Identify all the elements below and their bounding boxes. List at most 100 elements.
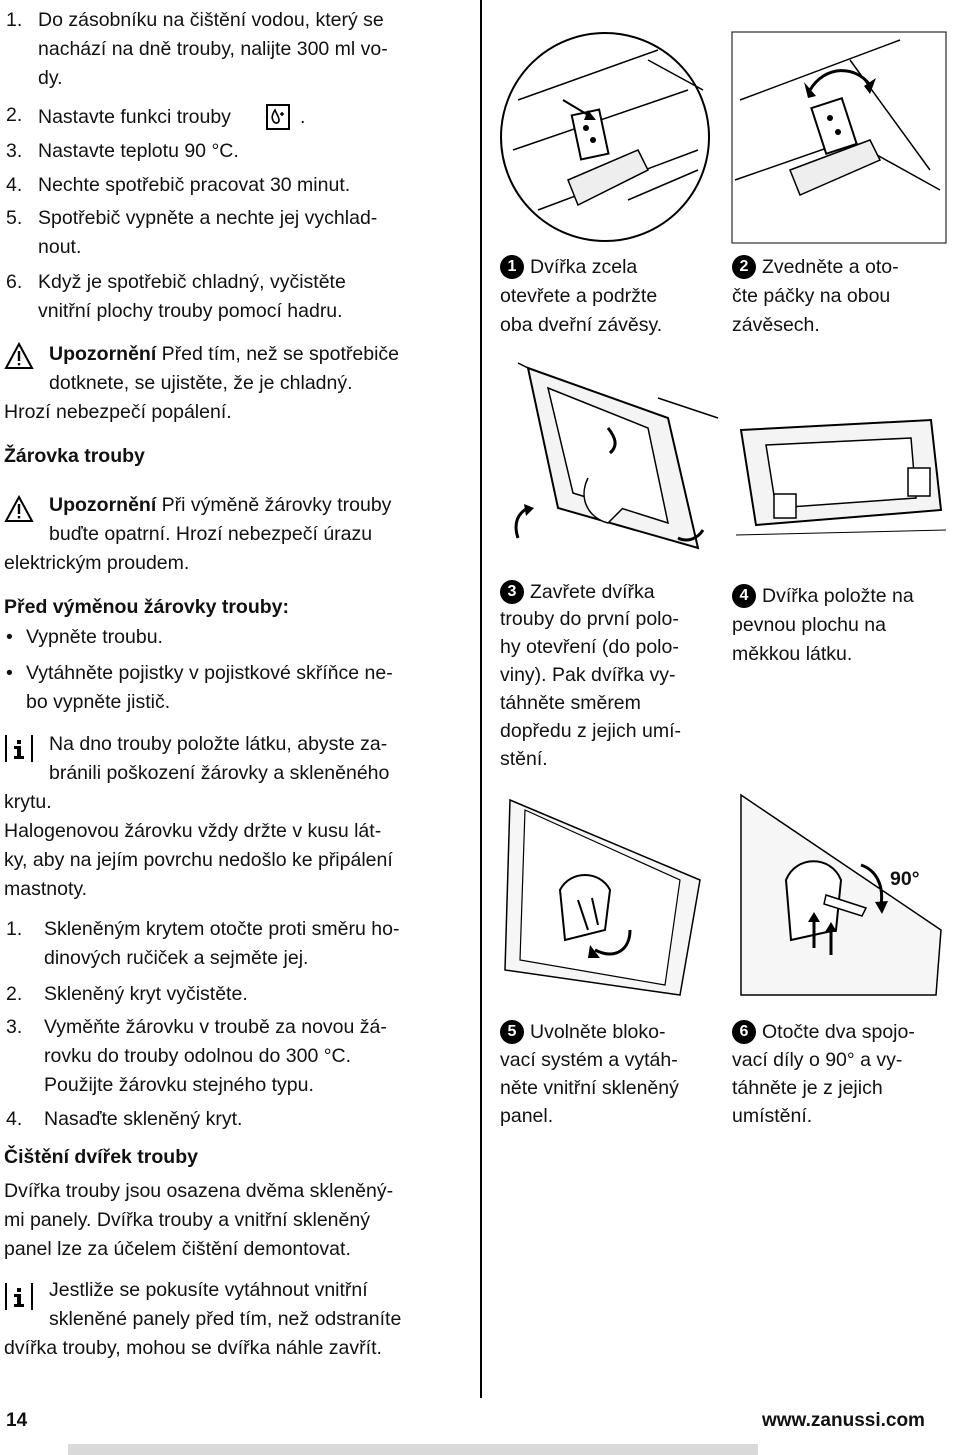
caption-line: něte vnitřní skleněný	[500, 1077, 679, 1099]
info-text: skleněné panely před tím, než odstraníte	[49, 1308, 402, 1330]
step-number: 5.	[6, 207, 23, 229]
info-text: mastnoty.	[4, 878, 88, 900]
caption-line: trouby do první polo-	[500, 608, 679, 630]
step-text: Použijte žárovku stejného typu.	[44, 1074, 314, 1096]
step-number: 6.	[6, 271, 23, 293]
caption-line: oba dveřní závěsy.	[500, 314, 663, 336]
caption-line: panel.	[500, 1105, 554, 1127]
step-number: 1.	[6, 9, 23, 31]
info-icon	[5, 1283, 33, 1310]
warning-line: buďte opatrní. Hrozí nebezpečí úrazu	[49, 523, 373, 545]
caption-line: hy otevření (do polo-	[500, 636, 679, 658]
step-badge: 6	[732, 1020, 756, 1044]
step-text: Skleněný kryt vyčistěte.	[44, 983, 248, 1005]
warning-label: Upozornění	[49, 494, 157, 516]
step-suffix: .	[300, 106, 306, 128]
info-text: Na dno trouby položte látku, abyste za-	[49, 733, 388, 755]
caption-line: Zavřete dvířka	[530, 581, 655, 603]
warning-text: Při výměně žárovky trouby	[156, 494, 392, 516]
bullet-text: Vypněte troubu.	[26, 626, 163, 648]
warning-line: Hrozí nebezpečí popálení.	[4, 401, 232, 423]
figure-caption: 1 Dvířka zcela	[500, 253, 637, 282]
warning-line: Upozornění Před tím, než se spotřebiče	[49, 340, 399, 369]
step-number: 2.	[6, 983, 23, 1005]
caption-line: Zvedněte a oto-	[762, 256, 899, 278]
section-heading-bulb: Žárovka trouby	[4, 445, 145, 467]
step-text: Skleněným krytem otočte proti směru ho-	[44, 918, 400, 940]
figure-caption: 3 Zavřete dvířka	[500, 578, 655, 607]
caption-line: čte páčky na obou	[732, 285, 891, 307]
page-number: 14	[6, 1410, 28, 1431]
step-text: Když je spotřebič chladný, vyčistěte	[38, 271, 346, 293]
bullet-dot: •	[6, 626, 13, 648]
step-text: rovku do trouby odolnou do 300 °C.	[44, 1045, 352, 1067]
caption-line: stění.	[500, 748, 548, 770]
info-text: dvířka trouby, mohou se dvířka náhle zav…	[4, 1337, 382, 1359]
bullet-dot: •	[6, 662, 13, 684]
warning-label: Upozornění	[49, 343, 157, 365]
caption-line: Uvolněte bloko-	[530, 1021, 666, 1043]
step-text: Nastavte teplotu 90 °C.	[38, 140, 239, 162]
body-text: Dvířka trouby jsou osazena dvěma skleněn…	[4, 1180, 394, 1202]
caption-line: vací díly o 90° a vy-	[732, 1049, 903, 1071]
caption-line: dopředu z jejich umí-	[500, 720, 682, 742]
figure-caption: 2 Zvedněte a oto-	[732, 253, 899, 282]
caption-line: Dvířka položte na	[762, 585, 914, 607]
step-text: dy.	[38, 67, 63, 89]
website-link[interactable]: www.zanussi.com	[762, 1410, 925, 1431]
caption-line: Dvířka zcela	[530, 256, 638, 278]
steam-function-icon	[266, 104, 290, 130]
bullet-text: bo vypněte jistič.	[26, 691, 171, 713]
figure-caption: 6 Otočte dva spojo-	[732, 1018, 915, 1047]
caption-line: Otočte dva spojo-	[762, 1021, 915, 1043]
step-badge: 4	[732, 584, 756, 608]
warning-icon	[4, 495, 34, 522]
figure-lift-hinge-levers	[731, 31, 947, 244]
info-text: Jestliže se pokusíte vytáhnout vnitřní	[49, 1279, 368, 1301]
figure-rotate-joints-90	[740, 793, 942, 996]
step-text: nachází na dně trouby, nalijte 300 ml vo…	[38, 38, 388, 60]
info-text: ky, aby na jejím povrchu nedošlo ke přip…	[4, 849, 393, 871]
step-text: Nastavte funkci trouby	[38, 106, 231, 128]
step-text: Nechte spotřebič pracovat 30 minut.	[38, 174, 351, 196]
step-text: dinových ručiček a sejměte jej.	[44, 947, 309, 969]
info-icon	[5, 735, 33, 762]
warning-line: elektrickým proudem.	[4, 552, 190, 574]
step-badge: 2	[732, 255, 756, 279]
step-text: Do zásobníku na čištění vodou, který se	[38, 9, 384, 31]
angle-label: 90°	[890, 868, 920, 890]
caption-line: táhněte je z jejich	[732, 1077, 883, 1099]
figure-release-locking-system	[504, 798, 701, 996]
step-number: 2.	[6, 104, 23, 126]
section-heading-door: Čištění dvířek trouby	[4, 1146, 198, 1168]
step-text: Spotřebič vypněte a nechte jej vychlad-	[38, 207, 378, 229]
step-number: 3.	[6, 140, 23, 162]
body-text: panel lze za účelem čištění demontovat.	[4, 1238, 351, 1260]
figure-caption: 5 Uvolněte bloko-	[500, 1018, 666, 1047]
bullet-text: Vytáhněte pojistky v pojistkové skříňce …	[26, 662, 393, 684]
warning-icon	[4, 342, 34, 369]
section-heading-before: Před výměnou žárovky trouby:	[4, 596, 289, 618]
body-text: mi panely. Dvířka trouby a vnitřní sklen…	[4, 1209, 370, 1231]
warning-line: dotknete, se ujistěte, že je chladný.	[49, 372, 353, 394]
step-badge: 3	[500, 580, 524, 604]
warning-text: Před tím, než se spotřebiče	[156, 343, 400, 365]
step-text: nout.	[38, 236, 82, 258]
step-badge: 5	[500, 1020, 524, 1044]
info-text: krytu.	[4, 791, 52, 813]
caption-line: vací systém a vytáh-	[500, 1049, 678, 1071]
caption-line: závěsech.	[732, 314, 820, 336]
caption-line: pevnou plochu na	[732, 614, 886, 636]
caption-line: viny). Pak dvířka vy-	[500, 664, 676, 686]
figure-door-on-soft-cloth	[736, 418, 946, 536]
footer-bar	[68, 1444, 758, 1455]
column-divider	[480, 0, 482, 1398]
info-text: bránili poškození žárovky a skleněného	[49, 762, 390, 784]
step-number: 4.	[6, 1108, 23, 1130]
warning-line: Upozornění Při výměně žárovky trouby	[49, 491, 391, 520]
figure-caption: 4 Dvířka položte na	[732, 582, 914, 611]
step-badge: 1	[500, 255, 524, 279]
step-text: Vyměňte žárovku v troubě za novou žá-	[44, 1016, 387, 1038]
caption-line: táhněte směrem	[500, 692, 641, 714]
caption-line: měkkou látku.	[732, 643, 853, 665]
